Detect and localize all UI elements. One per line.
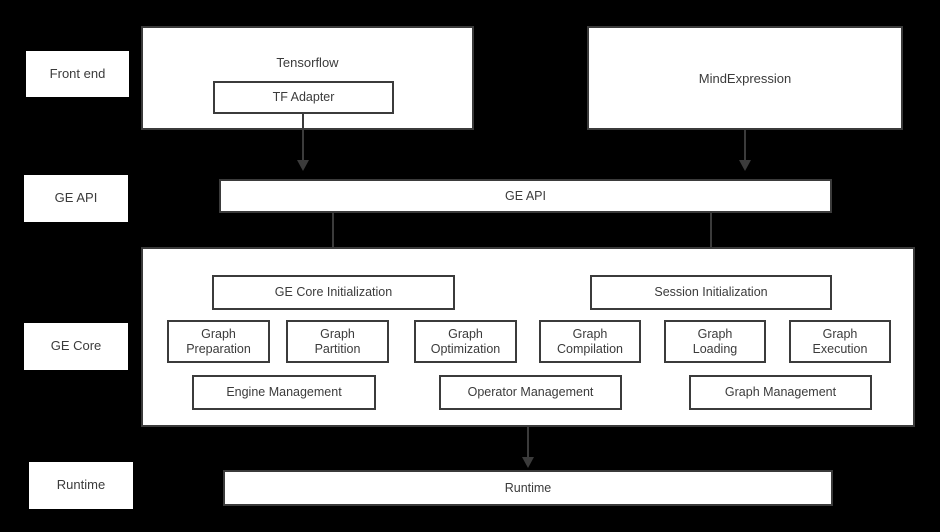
engine-management-box[interactable]: Engine Management — [192, 375, 376, 410]
graph-management-label: Graph Management — [724, 385, 837, 400]
engine-management-label: Engine Management — [226, 385, 342, 400]
graph-management-box[interactable]: Graph Management — [689, 375, 872, 410]
tensorflow-title: Tensorflow — [276, 55, 339, 70]
graph-compilation-label: Graph Compilation — [556, 327, 623, 356]
session-initialization-box[interactable]: Session Initialization — [590, 275, 832, 310]
mindexpression-container: MindExpression — [587, 26, 903, 130]
ge-core-initialization-label: GE Core Initialization — [274, 285, 393, 300]
layer-label-front-end-text: Front end — [49, 65, 106, 81]
layer-label-ge-api-text: GE API — [54, 190, 98, 206]
operator-management-label: Operator Management — [467, 385, 594, 400]
graph-execution-label: Graph Execution — [812, 327, 868, 356]
session-initialization-label: Session Initialization — [654, 285, 768, 300]
runtime-bar[interactable]: Runtime — [223, 470, 833, 506]
layer-label-ge-api: GE API — [24, 175, 128, 222]
tf-adapter-label: TF Adapter — [272, 90, 335, 105]
graph-loading-box[interactable]: Graph Loading — [664, 320, 766, 363]
mindexpression-title: MindExpression — [698, 71, 792, 86]
tensorflow-container: Tensorflow — [141, 26, 474, 130]
layer-label-runtime-text: Runtime — [56, 477, 106, 493]
tf-adapter-box[interactable]: TF Adapter — [213, 81, 394, 114]
graph-preparation-box[interactable]: Graph Preparation — [167, 320, 270, 363]
layer-label-ge-core-text: GE Core — [50, 338, 102, 354]
graph-optimization-box[interactable]: Graph Optimization — [414, 320, 517, 363]
graph-execution-box[interactable]: Graph Execution — [789, 320, 891, 363]
layer-label-front-end: Front end — [26, 51, 129, 97]
graph-partition-label: Graph Partition — [314, 327, 361, 356]
graph-compilation-box[interactable]: Graph Compilation — [539, 320, 641, 363]
ge-api-bar[interactable]: GE API — [219, 179, 832, 213]
layer-label-ge-core: GE Core — [24, 323, 128, 370]
graph-loading-label: Graph Loading — [692, 327, 738, 356]
layer-label-runtime: Runtime — [29, 462, 133, 509]
ge-core-initialization-box[interactable]: GE Core Initialization — [212, 275, 455, 310]
graph-partition-box[interactable]: Graph Partition — [286, 320, 389, 363]
runtime-bar-label: Runtime — [504, 480, 552, 495]
graph-preparation-label: Graph Preparation — [186, 327, 251, 356]
graph-optimization-label: Graph Optimization — [430, 327, 501, 356]
operator-management-box[interactable]: Operator Management — [439, 375, 622, 410]
ge-api-bar-label: GE API — [505, 188, 546, 203]
